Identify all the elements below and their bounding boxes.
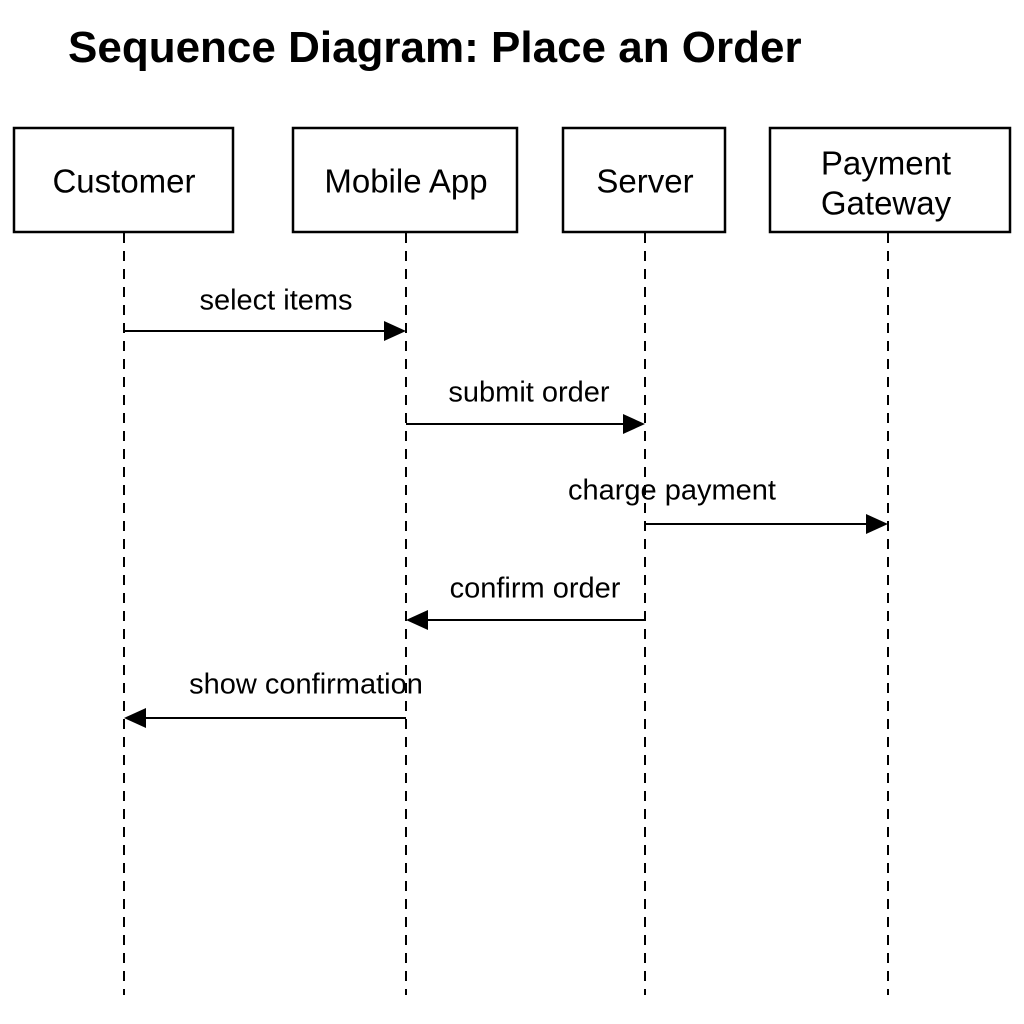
message-select-items: select items — [124, 285, 406, 341]
messages: select items submit order charge payment… — [124, 285, 888, 728]
arrowhead-right-icon — [623, 414, 645, 434]
participant-payment-gateway: Payment Gateway — [768, 126, 1012, 234]
participant-label-customer: Customer — [52, 163, 195, 200]
participant-box-payment-gateway — [768, 126, 1012, 234]
participants: Customer Mobile App Server Payment Gatew… — [12, 126, 1012, 234]
message-label-submit-order: submit order — [448, 377, 610, 409]
message-confirm-order: confirm order — [406, 573, 645, 630]
message-label-select-items: select items — [199, 285, 352, 317]
participant-mobile-app: Mobile App — [291, 126, 519, 234]
message-submit-order: submit order — [406, 377, 645, 434]
participant-label-mobile-app: Mobile App — [324, 163, 487, 200]
participant-label-server: Server — [596, 163, 693, 200]
participant-box-mobile-app — [291, 126, 519, 234]
participant-label-payment-gateway-line-1: Payment — [821, 145, 951, 182]
message-show-confirmation: show confirmation — [124, 669, 423, 728]
participant-box-server — [561, 126, 727, 234]
participant-server: Server — [561, 126, 727, 234]
arrowhead-left-icon — [124, 708, 146, 728]
message-label-confirm-order: confirm order — [450, 573, 621, 605]
message-charge-payment: charge payment — [568, 475, 888, 534]
arrowhead-left-icon — [406, 610, 428, 630]
message-label-show-confirmation: show confirmation — [189, 669, 423, 701]
participant-customer: Customer — [12, 126, 235, 234]
arrowhead-right-icon — [866, 514, 888, 534]
lifelines — [123, 233, 889, 995]
participant-box-customer — [12, 126, 235, 234]
arrowhead-right-icon — [384, 321, 406, 341]
participant-label-payment-gateway-line-2: Gateway — [821, 185, 952, 222]
message-label-charge-payment: charge payment — [568, 475, 776, 507]
page-title: Sequence Diagram: Place an Order — [68, 23, 802, 72]
